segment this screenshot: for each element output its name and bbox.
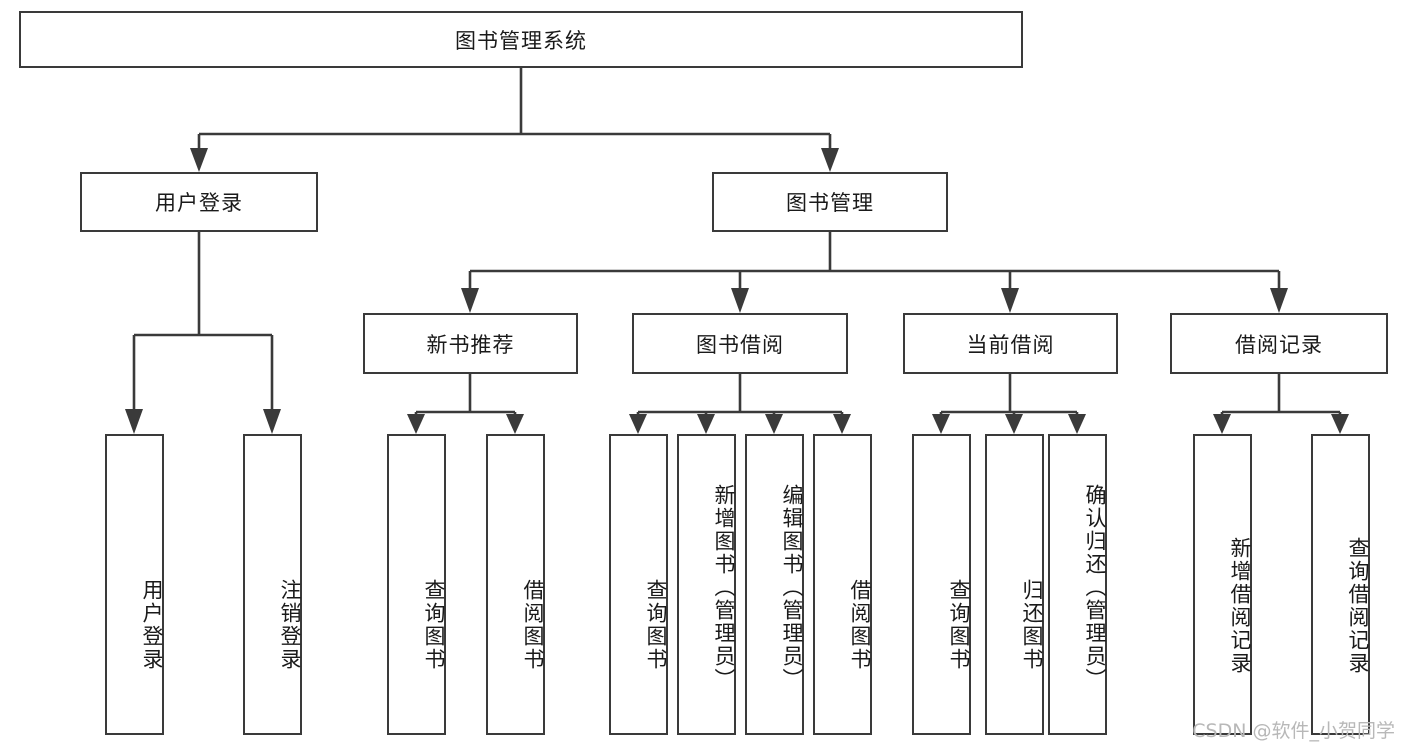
node-leaf-query-book-3[interactable]: 查询图书 bbox=[912, 434, 971, 735]
node-book-borrow-label: 图书借阅 bbox=[696, 332, 784, 357]
node-leaf-borrow-book-1-label: 借阅图书 bbox=[521, 578, 545, 671]
node-leaf-edit-book-label: 编辑图书（管理员） bbox=[780, 484, 804, 691]
node-root[interactable]: 图书管理系统 bbox=[19, 11, 1023, 68]
node-leaf-user-login-label: 用户登录 bbox=[140, 578, 164, 671]
node-borrow-record[interactable]: 借阅记录 bbox=[1170, 313, 1388, 374]
node-leaf-return-book[interactable]: 归还图书 bbox=[985, 434, 1044, 735]
node-leaf-confirm-return-label: 确认归还（管理员） bbox=[1083, 484, 1107, 691]
node-leaf-query-book-2-label: 查询图书 bbox=[644, 578, 668, 671]
node-leaf-query-record-label: 查询借阅记录 bbox=[1346, 536, 1370, 675]
node-leaf-logout-label: 注销登录 bbox=[278, 578, 302, 671]
node-borrow-record-label: 借阅记录 bbox=[1235, 332, 1323, 357]
node-leaf-return-book-label: 归还图书 bbox=[1020, 578, 1044, 671]
node-leaf-query-book-2[interactable]: 查询图书 bbox=[609, 434, 668, 735]
node-leaf-query-book-1[interactable]: 查询图书 bbox=[387, 434, 446, 735]
node-leaf-add-book-label: 新增图书（管理员） bbox=[712, 484, 736, 691]
node-user-login[interactable]: 用户登录 bbox=[80, 172, 318, 232]
node-leaf-edit-book[interactable]: 编辑图书（管理员） bbox=[745, 434, 804, 735]
node-leaf-logout[interactable]: 注销登录 bbox=[243, 434, 302, 735]
node-leaf-user-login[interactable]: 用户登录 bbox=[105, 434, 164, 735]
watermark-text: CSDN @软件_小贺同学 bbox=[1192, 720, 1395, 742]
node-leaf-borrow-book-2[interactable]: 借阅图书 bbox=[813, 434, 872, 735]
node-current-borrow-label: 当前借阅 bbox=[966, 332, 1055, 357]
node-leaf-borrow-book-2-label: 借阅图书 bbox=[848, 578, 872, 671]
node-book-borrow[interactable]: 图书借阅 bbox=[632, 313, 848, 374]
node-new-book-rec[interactable]: 新书推荐 bbox=[363, 313, 578, 374]
node-leaf-query-book-1-label: 查询图书 bbox=[422, 578, 446, 671]
node-root-label: 图书管理系统 bbox=[455, 28, 587, 53]
node-user-login-label: 用户登录 bbox=[155, 191, 243, 215]
node-new-book-rec-label: 新书推荐 bbox=[426, 332, 515, 357]
node-leaf-add-record-label: 新增借阅记录 bbox=[1228, 536, 1252, 675]
node-current-borrow[interactable]: 当前借阅 bbox=[903, 313, 1118, 374]
node-leaf-query-record[interactable]: 查询借阅记录 bbox=[1311, 434, 1370, 735]
node-leaf-query-book-3-label: 查询图书 bbox=[947, 578, 971, 671]
node-book-manage-label: 图书管理 bbox=[786, 191, 874, 215]
node-leaf-borrow-book-1[interactable]: 借阅图书 bbox=[486, 434, 545, 735]
node-leaf-add-book[interactable]: 新增图书（管理员） bbox=[677, 434, 736, 735]
node-book-manage[interactable]: 图书管理 bbox=[712, 172, 948, 232]
node-leaf-add-record[interactable]: 新增借阅记录 bbox=[1193, 434, 1252, 735]
node-leaf-confirm-return[interactable]: 确认归还（管理员） bbox=[1048, 434, 1107, 735]
